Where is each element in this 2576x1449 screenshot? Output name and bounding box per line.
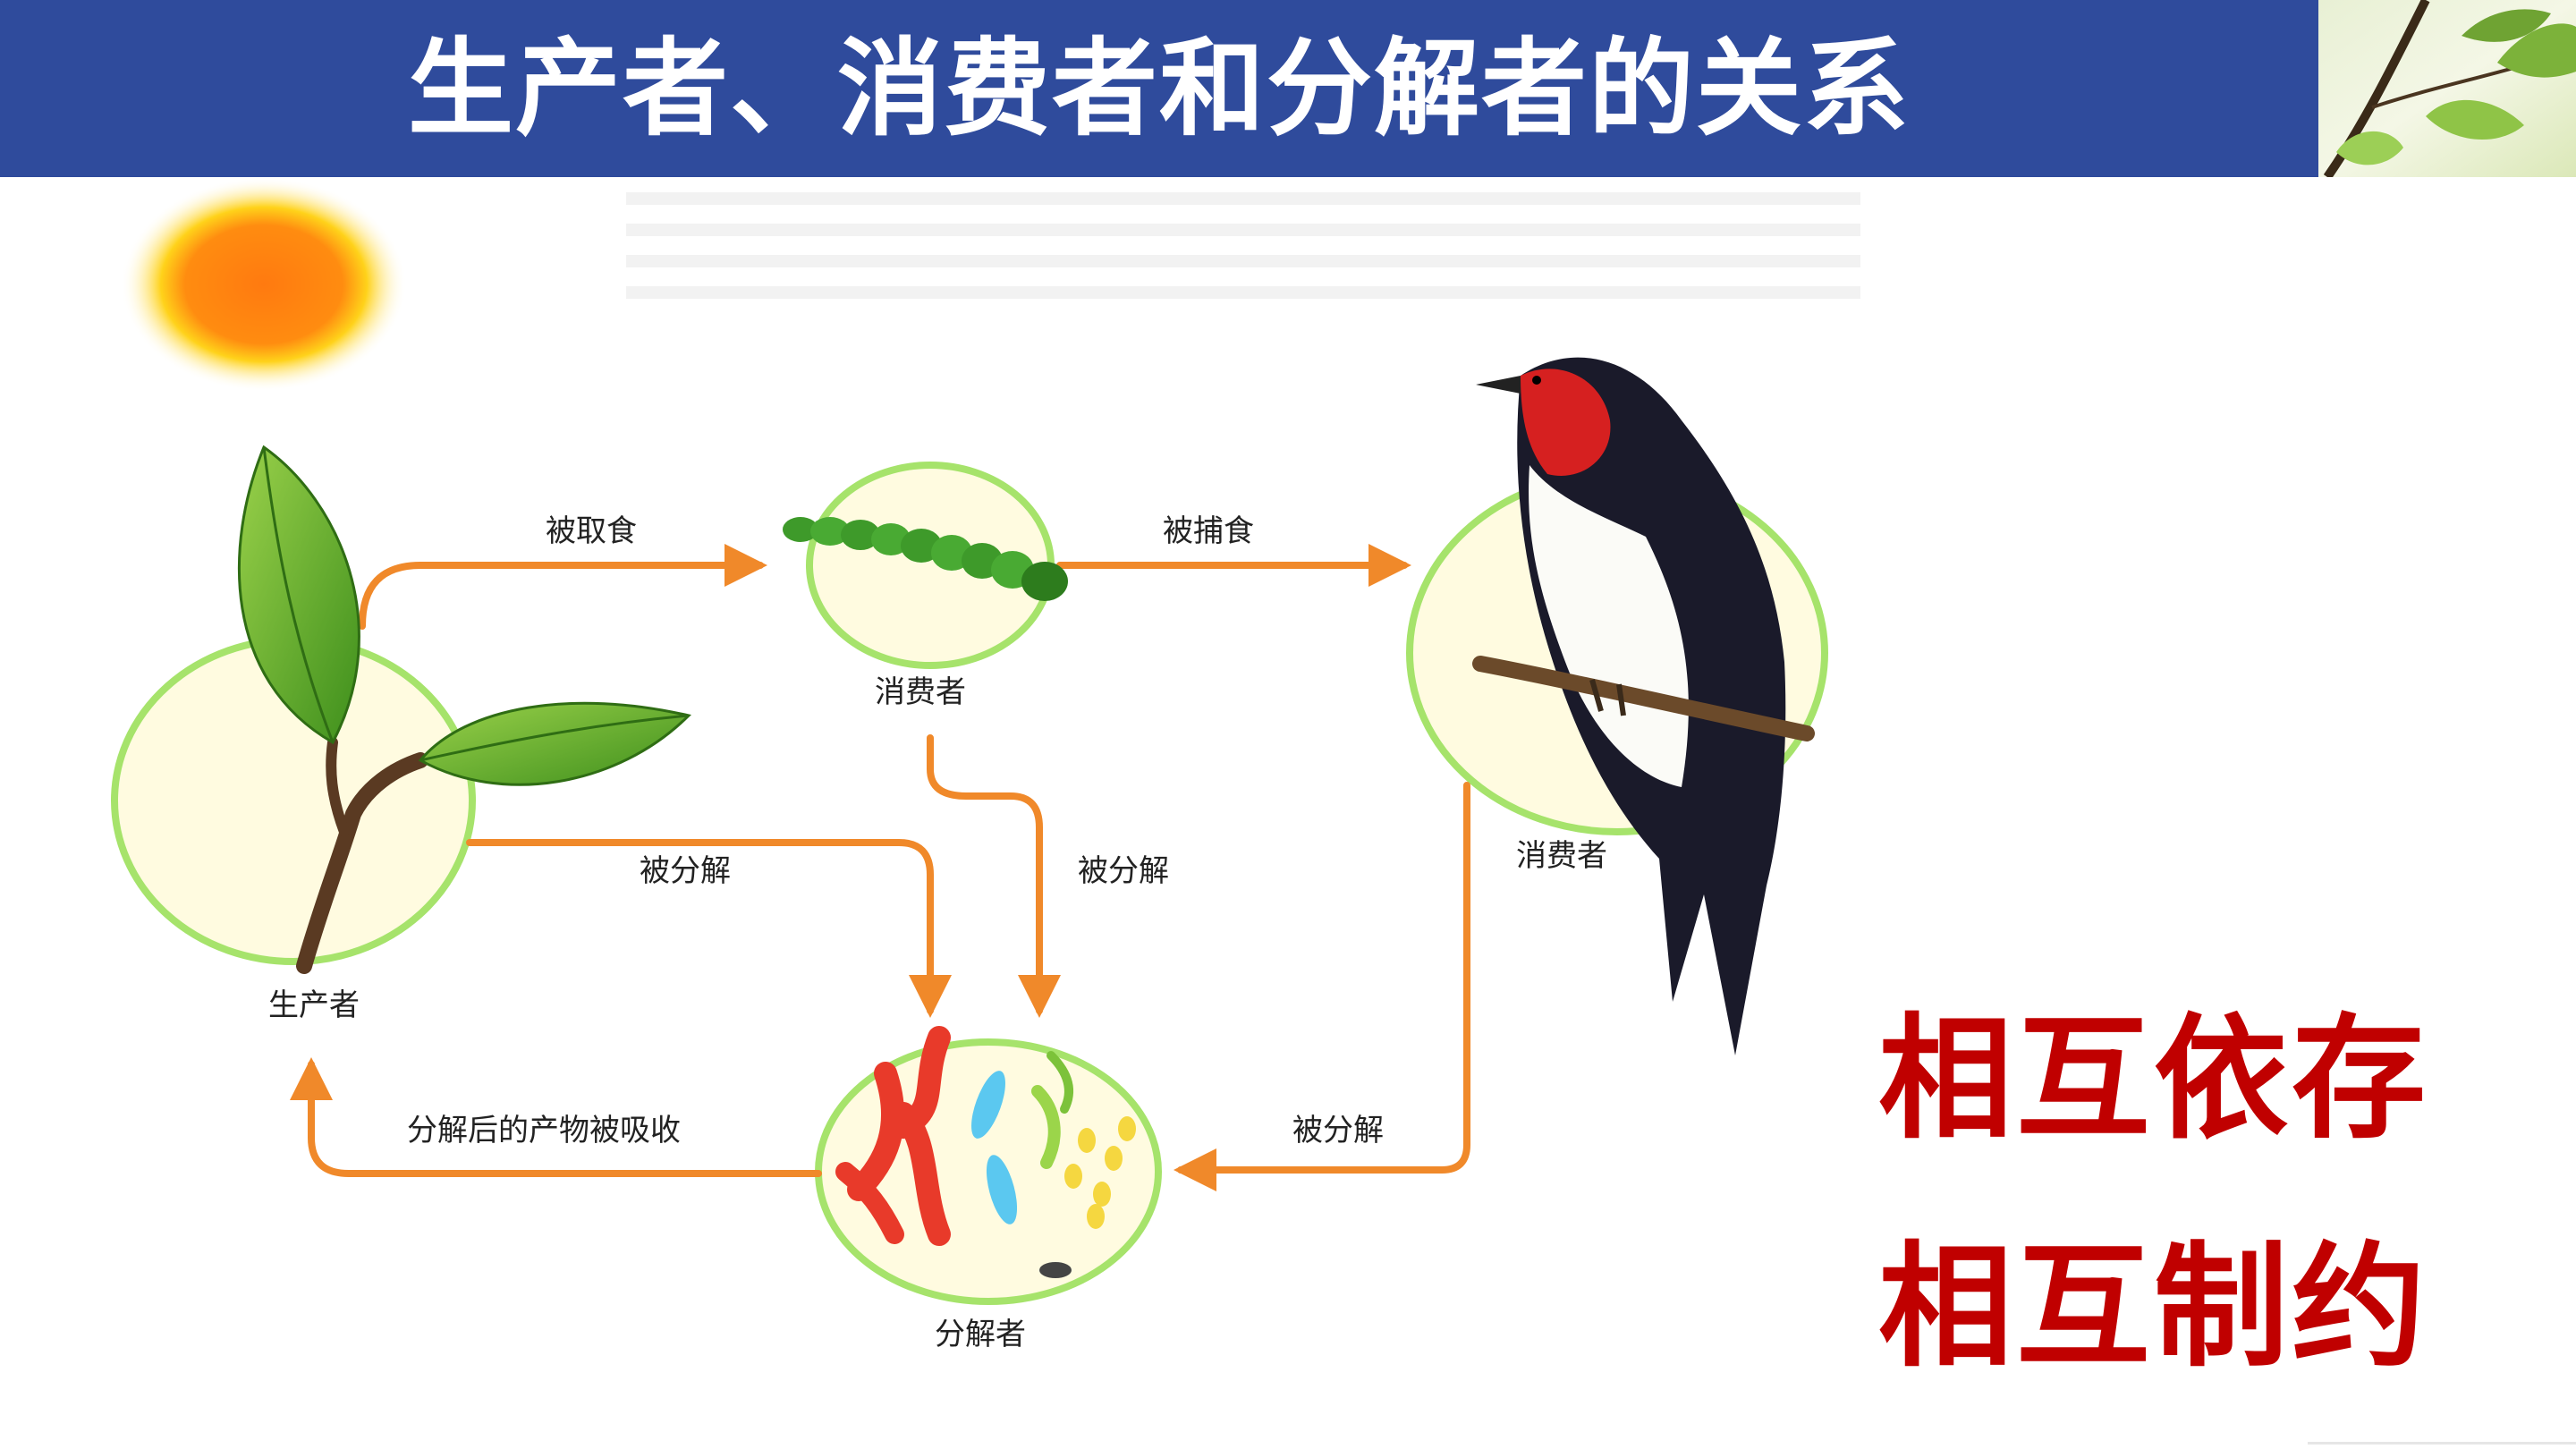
slide-title: 生产者、消费者和分解者的关系 [407,27,1911,150]
swallow-illustration [1472,357,1815,1055]
leaf-photo [2318,0,2576,177]
arrow-insect-to-decomposer [927,734,1061,1018]
arrow-decomposer-to-producer [290,1057,822,1177]
caterpillar-illustration [783,517,1068,601]
label-eaten: 被取食 [546,513,637,549]
microbes-illustration [835,1026,1136,1278]
arrow-bird-to-decomposer [1174,782,1470,1191]
label-absorbed: 分解后的产物被吸收 [407,1113,681,1148]
arrow-producer-to-decomposer [466,839,952,1018]
ecosystem-diagram: 被取食 被捕食 被分解 被分解 被分解 分解后的产物被吸收 生产者 消费者 消费… [111,177,1860,1352]
bird-consumer-label: 消费者 [1516,838,1607,874]
sun [121,177,407,392]
faint-background-texture [626,192,1860,299]
label-decomposed-insect: 被分解 [1078,853,1169,889]
footer-divider [2308,1442,2576,1445]
insect-consumer-label: 消费者 [875,674,966,710]
conclusion-mutual-restriction: 相互制约 [1878,1230,2430,1385]
arrow-producer-to-insect [359,544,767,630]
label-decomposed-producer: 被分解 [640,853,731,889]
producer-label: 生产者 [268,987,360,1023]
title-bar [0,0,2318,177]
plant-illustration [237,445,691,974]
decomposer-label: 分解者 [935,1317,1026,1352]
conclusion-interdependence: 相互依存 [1878,1002,2430,1157]
label-preyed: 被捕食 [1163,513,1254,549]
label-decomposed-bird: 被分解 [1292,1113,1384,1148]
